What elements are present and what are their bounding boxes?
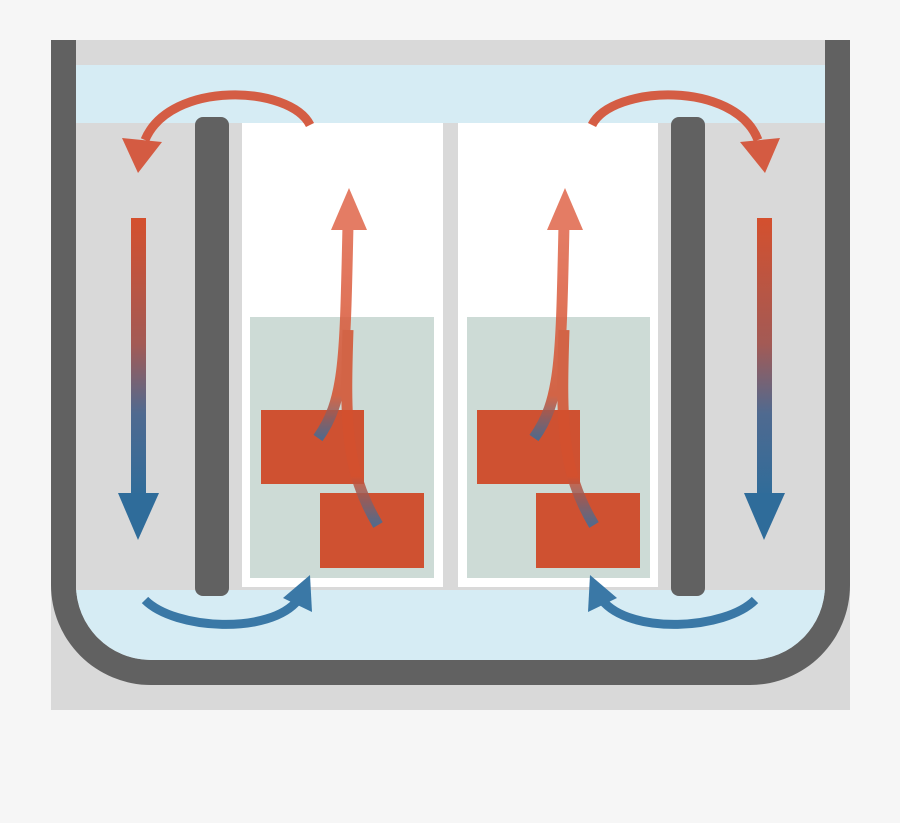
cold-down-arrow-left-icon xyxy=(118,218,159,540)
hot-curve-arrow-right-icon xyxy=(587,90,780,173)
hot-rise-arrow-right-icon xyxy=(529,188,599,528)
cold-curve-arrow-right-icon xyxy=(588,575,759,629)
jacket-region xyxy=(76,123,825,590)
cold-down-arrow-right-icon xyxy=(744,218,785,540)
hot-curve-arrow-left-icon xyxy=(122,90,315,173)
hot-rise-arrow-left-icon xyxy=(313,188,383,528)
cold-curve-arrow-left-icon xyxy=(141,575,312,629)
left-baffle xyxy=(195,117,229,596)
right-baffle xyxy=(671,117,705,596)
